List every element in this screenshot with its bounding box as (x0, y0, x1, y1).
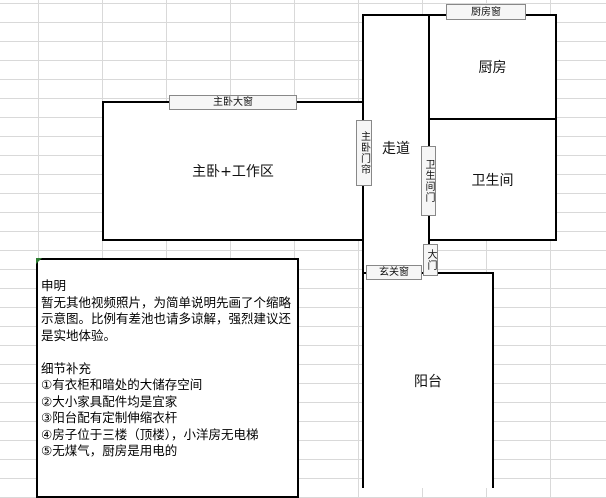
room-balcony: 阳台 (362, 272, 494, 488)
kitchen-window-label: 厨房窗 (446, 4, 526, 20)
kitchen-window-text: 厨房窗 (471, 6, 501, 18)
entrance-window-label: 玄关窗 (366, 265, 422, 280)
master-door-curtain-label: 主卧门帘 (356, 120, 372, 186)
note-details-heading: 细节补充 (41, 360, 92, 376)
note-heading: 申明 (41, 278, 67, 293)
room-kitchen: 厨房 (428, 14, 557, 120)
note-statement: 暂无其他视频照片，为简单说明先画了个缩略示意图。比例有差池也请多谅解，强烈建议还… (41, 294, 292, 343)
cell-comment-marker (36, 258, 42, 264)
room-bathroom: 卫生间 (428, 118, 557, 241)
room-bathroom-label: 卫生间 (471, 172, 514, 189)
master-big-window-label: 主卧大窗 (169, 95, 297, 110)
entrance-window-text: 玄关窗 (379, 267, 409, 278)
bathroom-door-text: 卫生间门 (423, 159, 434, 203)
room-kitchen-label: 厨房 (478, 60, 507, 76)
room-balcony-label: 阳台 (414, 374, 442, 390)
note-detail-4: ④房子位于三楼（顶楼），小洋房无电梯 (41, 426, 259, 442)
bathroom-door-label: 卫生间门 (421, 146, 436, 216)
main-door-text: 大门 (425, 249, 436, 271)
note-detail-2: ②大小家具配件均是宜家 (41, 393, 178, 409)
note-textbox[interactable]: 申明 暂无其他视频照片，为简单说明先画了个缩略示意图。比例有差池也请多谅解，强烈… (36, 258, 299, 498)
master-big-window-text: 主卧大窗 (213, 97, 253, 108)
room-corridor-label: 走道 (382, 141, 410, 157)
main-door-label: 大门 (423, 244, 438, 276)
note-detail-1: ①有衣柜和暗处的大储存空间 (41, 377, 203, 392)
note-detail-3: ③阳台配有定制伸缩衣杆 (41, 410, 178, 425)
note-spacer (41, 344, 294, 361)
room-master-bedroom: 主卧+工作区 (102, 101, 364, 241)
master-door-curtain-text: 主卧门帘 (358, 131, 370, 175)
room-master-bedroom-label: 主卧+工作区 (192, 164, 274, 180)
room-corridor: 走道 (362, 14, 430, 274)
note-detail-5: ⑤无煤气，厨房是用电的 (41, 443, 178, 458)
